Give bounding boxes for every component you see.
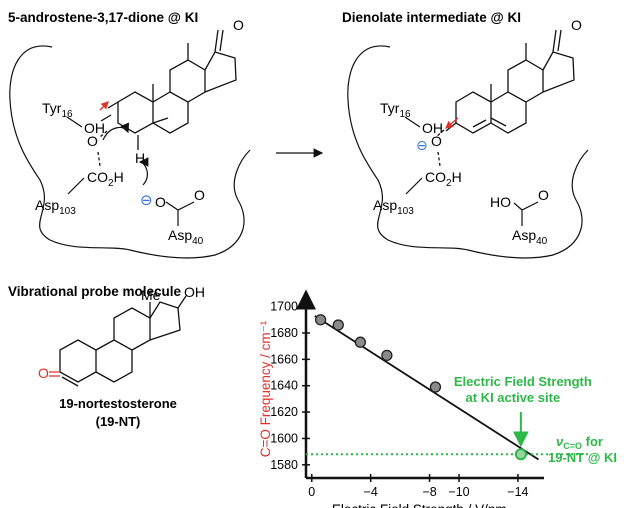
- y-axis-label: C=O Frequency / cm⁻¹: [258, 320, 273, 457]
- active-site-outline-right: [347, 45, 589, 259]
- asp40-label-right: Asp40: [512, 227, 548, 247]
- tyr-bond-left: [66, 116, 83, 128]
- dipole-arrow-left: [99, 101, 109, 111]
- x-tick-label: −14: [507, 485, 528, 499]
- tyr-label-right: Tyr16: [380, 100, 411, 120]
- asp103-bond-right: [405, 177, 423, 195]
- negative-charge-left: ⊖: [140, 192, 153, 209]
- tyr-label-left: Tyr16: [42, 100, 73, 120]
- x-axis-label: Electric Field Strength / V/nm: [332, 502, 507, 508]
- hbond-asp-left: [97, 151, 101, 167]
- field-annotation-line2: at KI active site: [466, 390, 561, 405]
- steroid-skeleton-right: [445, 29, 575, 134]
- oh-label-right: OH: [422, 120, 443, 136]
- y-tick-label: 1580: [270, 458, 298, 472]
- x-tick-label: −4: [364, 485, 378, 499]
- y-tick-label: 1640: [270, 379, 298, 393]
- hbond-tyr-right: [435, 129, 445, 138]
- steroid-skeleton-left: [100, 29, 237, 134]
- x-tick-label: 0: [308, 485, 315, 499]
- asp40-bonds-right: [513, 201, 539, 226]
- probe-carbonyl-bond: [49, 371, 60, 377]
- data-point: [332, 319, 344, 331]
- y-tick-label: 1660: [270, 352, 298, 366]
- ho-label-right: HO: [490, 194, 511, 210]
- ketone-o-right: O: [571, 17, 582, 33]
- probe-abbrev: (19-NT): [96, 414, 141, 429]
- enolate-o-right: O: [431, 133, 442, 149]
- freq-annotation-line2: 19-NT @ KI: [548, 450, 617, 465]
- tyr-bond-right: [404, 116, 421, 128]
- ketone-o-left: O: [233, 17, 244, 33]
- hbond-asp-right: [437, 151, 441, 167]
- data-point: [354, 336, 367, 348]
- data-point: [314, 314, 327, 326]
- curved-arrow-2: [138, 157, 149, 186]
- panel-left: 5-androstene-3,17-dione @ KI O Tyr16 OH …: [8, 10, 251, 259]
- probe-name: 19-nortestosterone: [59, 396, 177, 411]
- asp103-label-right: Asp103: [373, 197, 414, 217]
- curved-arrow-1: [102, 122, 130, 141]
- carbonyl-o2-right: O: [538, 187, 549, 203]
- nortestosterone-skeleton: [59, 295, 187, 387]
- asp103-label-left: Asp103: [35, 197, 76, 217]
- highlight-point: [514, 448, 527, 461]
- asp40-bonds-left: [165, 201, 195, 226]
- x-tick-label: −8: [422, 485, 436, 499]
- panel-left-title: 5-androstene-3,17-dione @ KI: [8, 10, 198, 25]
- data-point: [429, 381, 442, 393]
- field-annotation-line1: Electric Field Strength: [454, 374, 592, 389]
- y-tick-label: 1620: [270, 405, 298, 419]
- hbond-tyr-left: [99, 130, 108, 138]
- carboxylate-o2-left: O: [194, 187, 205, 203]
- x-tick-label: −10: [448, 485, 469, 499]
- frequency-field-chart: 15801600162016401660168017000−4−8−10−14E…: [258, 289, 617, 508]
- active-site-outline: [9, 45, 251, 259]
- panel-right-title: Dienolate intermediate @ KI: [342, 10, 521, 25]
- negative-charge-right: ⊖: [416, 137, 428, 153]
- probe-panel: Vibrational probe molecule Me OH O 19-no…: [8, 284, 205, 429]
- data-point: [381, 349, 393, 362]
- carboxylate-o-left: O: [155, 194, 166, 210]
- fit-line: [314, 315, 540, 461]
- methyl-label: Me: [141, 287, 161, 303]
- y-tick-label: 1680: [270, 326, 298, 340]
- freq-annotation-line1: νC=O for: [556, 434, 603, 451]
- probe-oh-label: OH: [184, 284, 205, 300]
- oh-label-left: OH: [84, 120, 105, 136]
- co2h-label-right: CO2H: [425, 169, 462, 189]
- y-tick-label: 1600: [270, 431, 298, 445]
- asp103-bond-left: [67, 177, 85, 195]
- carbonyl-o-left: O: [87, 133, 98, 149]
- co2h-label-left: CO2H: [87, 169, 124, 189]
- y-tick-label: 1700: [270, 300, 298, 314]
- asp40-label-left: Asp40: [168, 227, 204, 247]
- panel-right: Dienolate intermediate @ KI O Tyr16 OH ⊖…: [342, 10, 589, 259]
- dipole-arrow-right: [445, 117, 459, 129]
- probe-title: Vibrational probe molecule: [8, 284, 182, 299]
- probe-carbonyl-o: O: [38, 365, 49, 381]
